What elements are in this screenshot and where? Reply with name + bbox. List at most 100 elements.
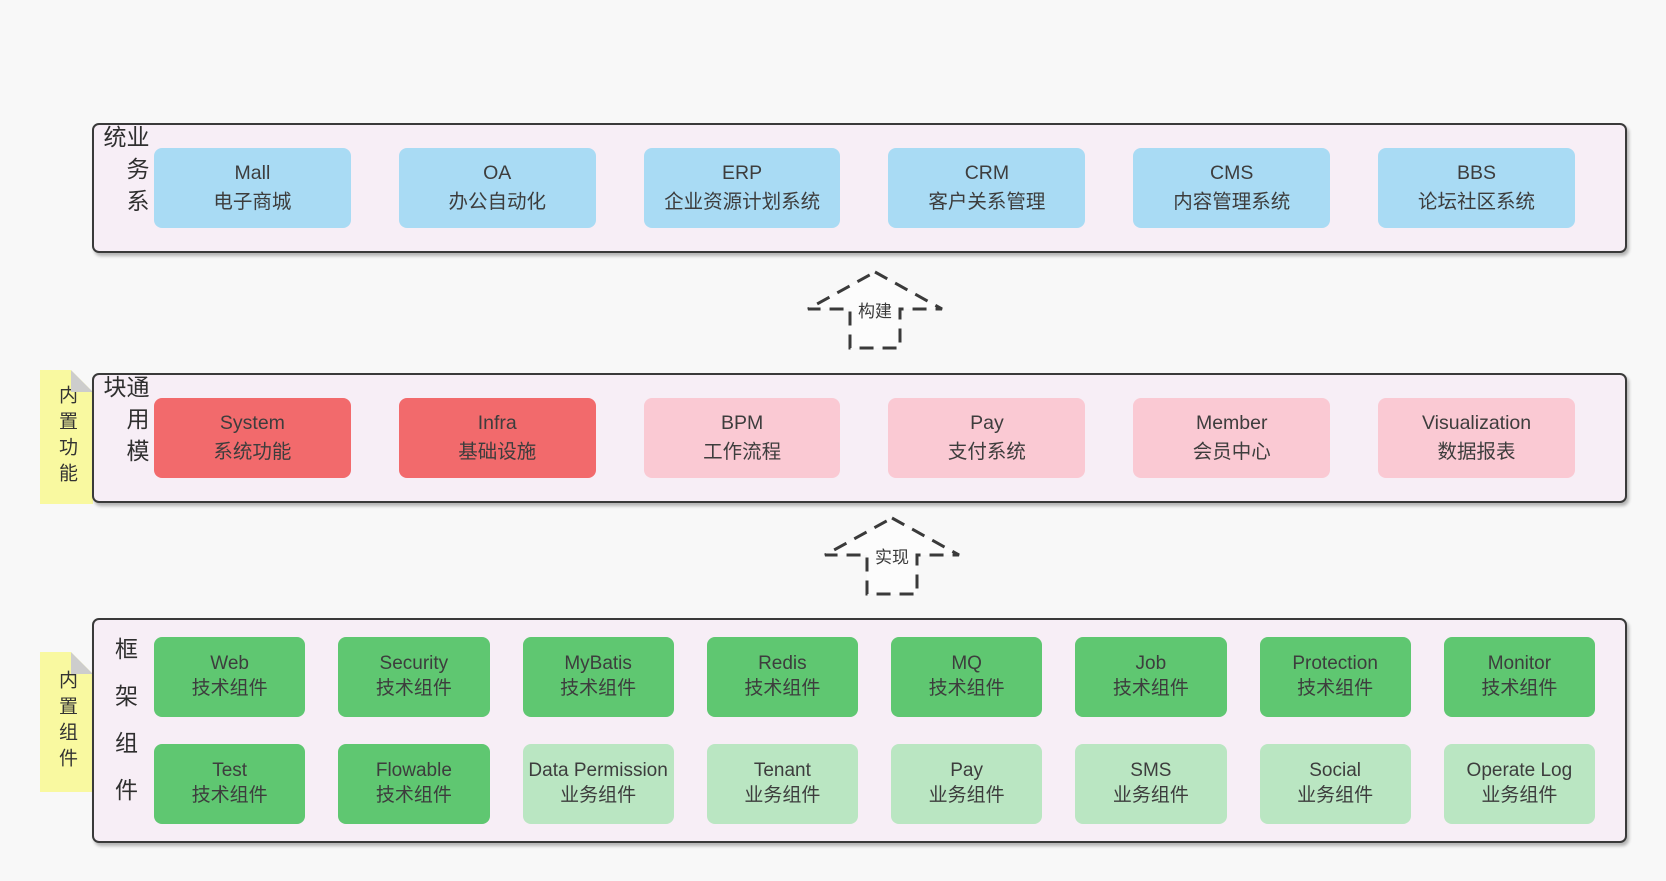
band3-row-2: Test 技术组件 Flowable 技术组件 Data Permission …: [154, 744, 1595, 824]
box-subtitle: 客户关系管理: [928, 191, 1046, 213]
box-erp: ERP 企业资源计划系统: [643, 148, 841, 228]
arrow-implement-label: 实现: [872, 542, 912, 569]
box-tenant: Tenant 业务组件: [706, 744, 858, 824]
band-common-modules: 通用模块 System 系统功能 Infra 基础设施 BPM 工作流程 Pay…: [92, 373, 1627, 503]
box-subtitle: 技术组件: [191, 678, 268, 699]
box-title: Redis: [758, 653, 807, 675]
box-job: Job 技术组件: [1075, 637, 1227, 717]
box-test: Test 技术组件: [154, 744, 306, 824]
box-member: Member 会员中心: [1133, 398, 1331, 478]
box-bpm: BPM 工作流程: [643, 398, 841, 478]
box-title: Security: [379, 653, 449, 675]
box-title: Operate Log: [1466, 760, 1573, 782]
box-title: Protection: [1292, 653, 1378, 675]
box-title: Web: [210, 653, 249, 675]
box-subtitle: 业务组件: [744, 785, 821, 806]
box-subtitle: 工作流程: [703, 441, 782, 463]
band2-row: System 系统功能 Infra 基础设施 BPM 工作流程 Pay 支付系统…: [154, 375, 1625, 501]
box-subtitle: 技术组件: [1481, 678, 1558, 699]
box-title: Infra: [477, 411, 517, 434]
box-title: OA: [483, 161, 512, 184]
band-label-framework-components: 框架组件: [111, 636, 138, 825]
box-subtitle: 系统功能: [213, 441, 292, 463]
box-monitor: Monitor 技术组件: [1443, 637, 1595, 717]
band-label-gutter: 通用模块: [94, 375, 154, 501]
band-framework-components: 框架组件 Web 技术组件 Security 技术组件 MyBatis 技术组件…: [92, 618, 1627, 843]
band-label-gutter: 框架组件: [94, 620, 154, 841]
folded-corner-icon: [71, 652, 93, 674]
box-sms: SMS 业务组件: [1075, 744, 1227, 824]
sticky-tag-built-in-features: 内置功能: [40, 370, 93, 504]
box-visualization: Visualization 数据报表: [1378, 398, 1575, 478]
box-title: Flowable: [375, 760, 452, 782]
box-title: MQ: [951, 653, 982, 675]
box-subtitle: 论坛社区系统: [1418, 191, 1536, 213]
box-mq: MQ 技术组件: [891, 637, 1043, 717]
band-business-systems: 业务系统 Mall 电子商城 OA 办公自动化 ERP 企业资源计划系统 CRM…: [92, 123, 1627, 253]
sticky-tag-label: 内置组件: [56, 670, 77, 774]
band1-row: Mall 电子商城 OA 办公自动化 ERP 企业资源计划系统 CRM 客户关系…: [154, 125, 1625, 251]
box-title: BBS: [1457, 161, 1497, 184]
box-subtitle: 技术组件: [744, 678, 821, 699]
box-title: Test: [212, 760, 248, 782]
box-subtitle: 技术组件: [560, 678, 637, 699]
box-title: System: [219, 411, 285, 434]
band3-row-1: Web 技术组件 Security 技术组件 MyBatis 技术组件 Redi…: [154, 637, 1595, 717]
band-label-business-systems: 业务系统: [100, 125, 149, 221]
box-crm: CRM 客户关系管理: [888, 148, 1086, 228]
box-subtitle: 业务组件: [928, 785, 1005, 806]
box-subtitle: 业务组件: [1297, 785, 1374, 806]
box-oa: OA 办公自动化: [398, 148, 596, 228]
box-title: Job: [1135, 653, 1167, 675]
sticky-tag-built-in-components: 内置组件: [40, 652, 93, 792]
box-subtitle: 基础设施: [458, 441, 537, 463]
box-flowable: Flowable 技术组件: [338, 744, 490, 824]
box-title: Mall: [234, 161, 271, 184]
box-mall: Mall 电子商城: [154, 148, 351, 228]
box-pay-component: Pay 业务组件: [891, 744, 1043, 824]
box-subtitle: 技术组件: [1112, 678, 1189, 699]
box-subtitle: 会员中心: [1192, 441, 1271, 463]
box-subtitle: 业务组件: [560, 785, 637, 806]
box-title: ERP: [722, 161, 763, 184]
box-operate-log: Operate Log 业务组件: [1443, 744, 1595, 824]
box-cms: CMS 内容管理系统: [1133, 148, 1331, 228]
box-title: MyBatis: [564, 653, 632, 675]
box-subtitle: 内容管理系统: [1173, 191, 1291, 213]
box-security: Security 技术组件: [338, 637, 490, 717]
box-subtitle: 业务组件: [1481, 785, 1558, 806]
box-subtitle: 电子商城: [213, 191, 292, 213]
sticky-tag-label: 内置功能: [56, 385, 77, 489]
box-infra: Infra 基础设施: [398, 398, 596, 478]
band-label-gutter: 业务系统: [94, 125, 154, 251]
box-title: Tenant: [753, 760, 811, 782]
box-data-permission: Data Permission 业务组件: [522, 744, 674, 824]
box-bbs: BBS 论坛社区系统: [1378, 148, 1575, 228]
box-system: System 系统功能: [154, 398, 351, 478]
box-title: Pay: [950, 760, 983, 782]
box-title: Monitor: [1487, 653, 1552, 675]
box-subtitle: 业务组件: [1112, 785, 1189, 806]
box-mybatis: MyBatis 技术组件: [522, 637, 674, 717]
box-subtitle: 技术组件: [375, 678, 452, 699]
box-title: BPM: [720, 411, 764, 434]
arrow-build-label: 构建: [855, 296, 895, 323]
box-title: CRM: [964, 161, 1010, 184]
band3-rows: Web 技术组件 Security 技术组件 MyBatis 技术组件 Redi…: [154, 620, 1625, 841]
box-subtitle: 企业资源计划系统: [664, 191, 821, 213]
folded-corner-icon: [71, 370, 93, 392]
band-label-common-modules: 通用模块: [100, 375, 149, 471]
box-subtitle: 技术组件: [375, 785, 452, 806]
box-title: Visualization: [1421, 411, 1532, 434]
box-social: Social 业务组件: [1259, 744, 1411, 824]
box-subtitle: 技术组件: [928, 678, 1005, 699]
arrow-implement: 实现: [822, 516, 962, 596]
box-title: Social: [1309, 760, 1361, 782]
box-subtitle: 办公自动化: [448, 191, 546, 213]
box-title: CMS: [1210, 161, 1254, 184]
arrow-build: 构建: [805, 270, 945, 350]
box-subtitle: 支付系统: [947, 441, 1026, 463]
box-title: Data Permission: [528, 760, 668, 782]
box-title: Pay: [970, 411, 1004, 434]
